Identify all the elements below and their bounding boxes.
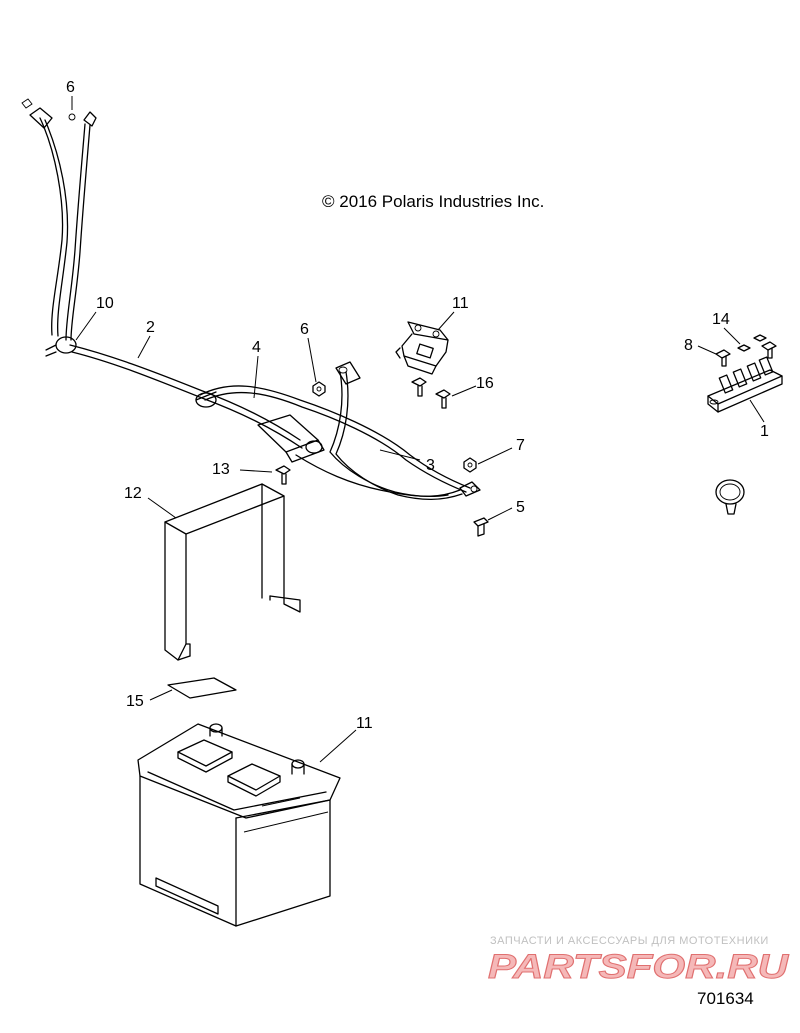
callout-3: 3 — [426, 457, 435, 474]
callout-6b: 6 — [300, 321, 309, 338]
wire-harness — [21, 98, 481, 501]
callout-10: 11 — [452, 295, 469, 312]
callout-labels: 6 10 2 4 6 11 16 3 7 5 13 12 15 11 8 14 … — [66, 79, 769, 732]
callout-5: 5 — [516, 499, 525, 516]
battery-part — [137, 723, 341, 927]
callout-8: 8 — [684, 337, 693, 354]
callout-2: 2 — [146, 319, 155, 336]
callout-13: 13 — [212, 461, 230, 478]
callout-7: 7 — [516, 437, 525, 454]
callout-16: 16 — [476, 375, 494, 392]
copyright-text: © 2016 Polaris Industries Inc. — [322, 192, 544, 211]
callout-9: 10 — [96, 295, 114, 312]
bolt-parts — [275, 377, 489, 537]
callout-15: 15 — [126, 693, 144, 710]
callout-1: 1 — [760, 423, 769, 440]
callout-14: 14 — [712, 311, 730, 328]
terminal-block-part — [707, 334, 783, 515]
callout-4: 4 — [252, 339, 261, 356]
figure-number: 701634 — [697, 989, 754, 1008]
solenoid-part — [395, 321, 449, 375]
battery-bracket-part — [164, 483, 301, 661]
callout-6a: 6 — [66, 79, 75, 96]
watermark-logo: PARTSFOR.RU — [488, 948, 790, 986]
watermark: ЗАПЧАСТИ И АКСЕССУАРЫ ДЛЯ МОТОТЕХНИКИ PA… — [488, 935, 791, 987]
leader-lines — [71, 96, 765, 763]
callout-11: 11 — [356, 715, 373, 732]
watermark-tagline: ЗАПЧАСТИ И АКСЕССУАРЫ ДЛЯ МОТОТЕХНИКИ — [490, 935, 769, 947]
callout-12: 12 — [124, 485, 142, 502]
label-pad-part — [167, 677, 237, 699]
